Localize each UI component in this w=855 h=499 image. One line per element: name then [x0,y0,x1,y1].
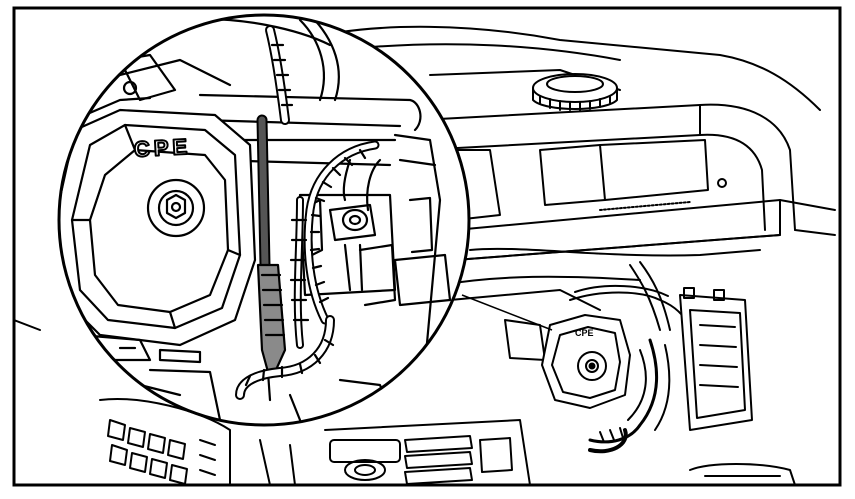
figure-border [12,6,842,487]
engine-cover [59,96,257,347]
carry-handle [419,103,796,231]
emblem-text: CPE [133,134,191,162]
spark-plug-wire [256,114,287,402]
small-engine: CPE [541,314,631,409]
generator-body: CPE [14,25,836,485]
magnifier-detail: CPE [57,13,471,427]
fuel-cap [532,73,618,111]
emblem-text-small: CPE [575,328,594,338]
carburetor [298,158,397,297]
control-panel [324,419,531,485]
cooling-grille [99,398,231,485]
wire-harness [235,140,380,400]
leader-line [461,294,553,331]
